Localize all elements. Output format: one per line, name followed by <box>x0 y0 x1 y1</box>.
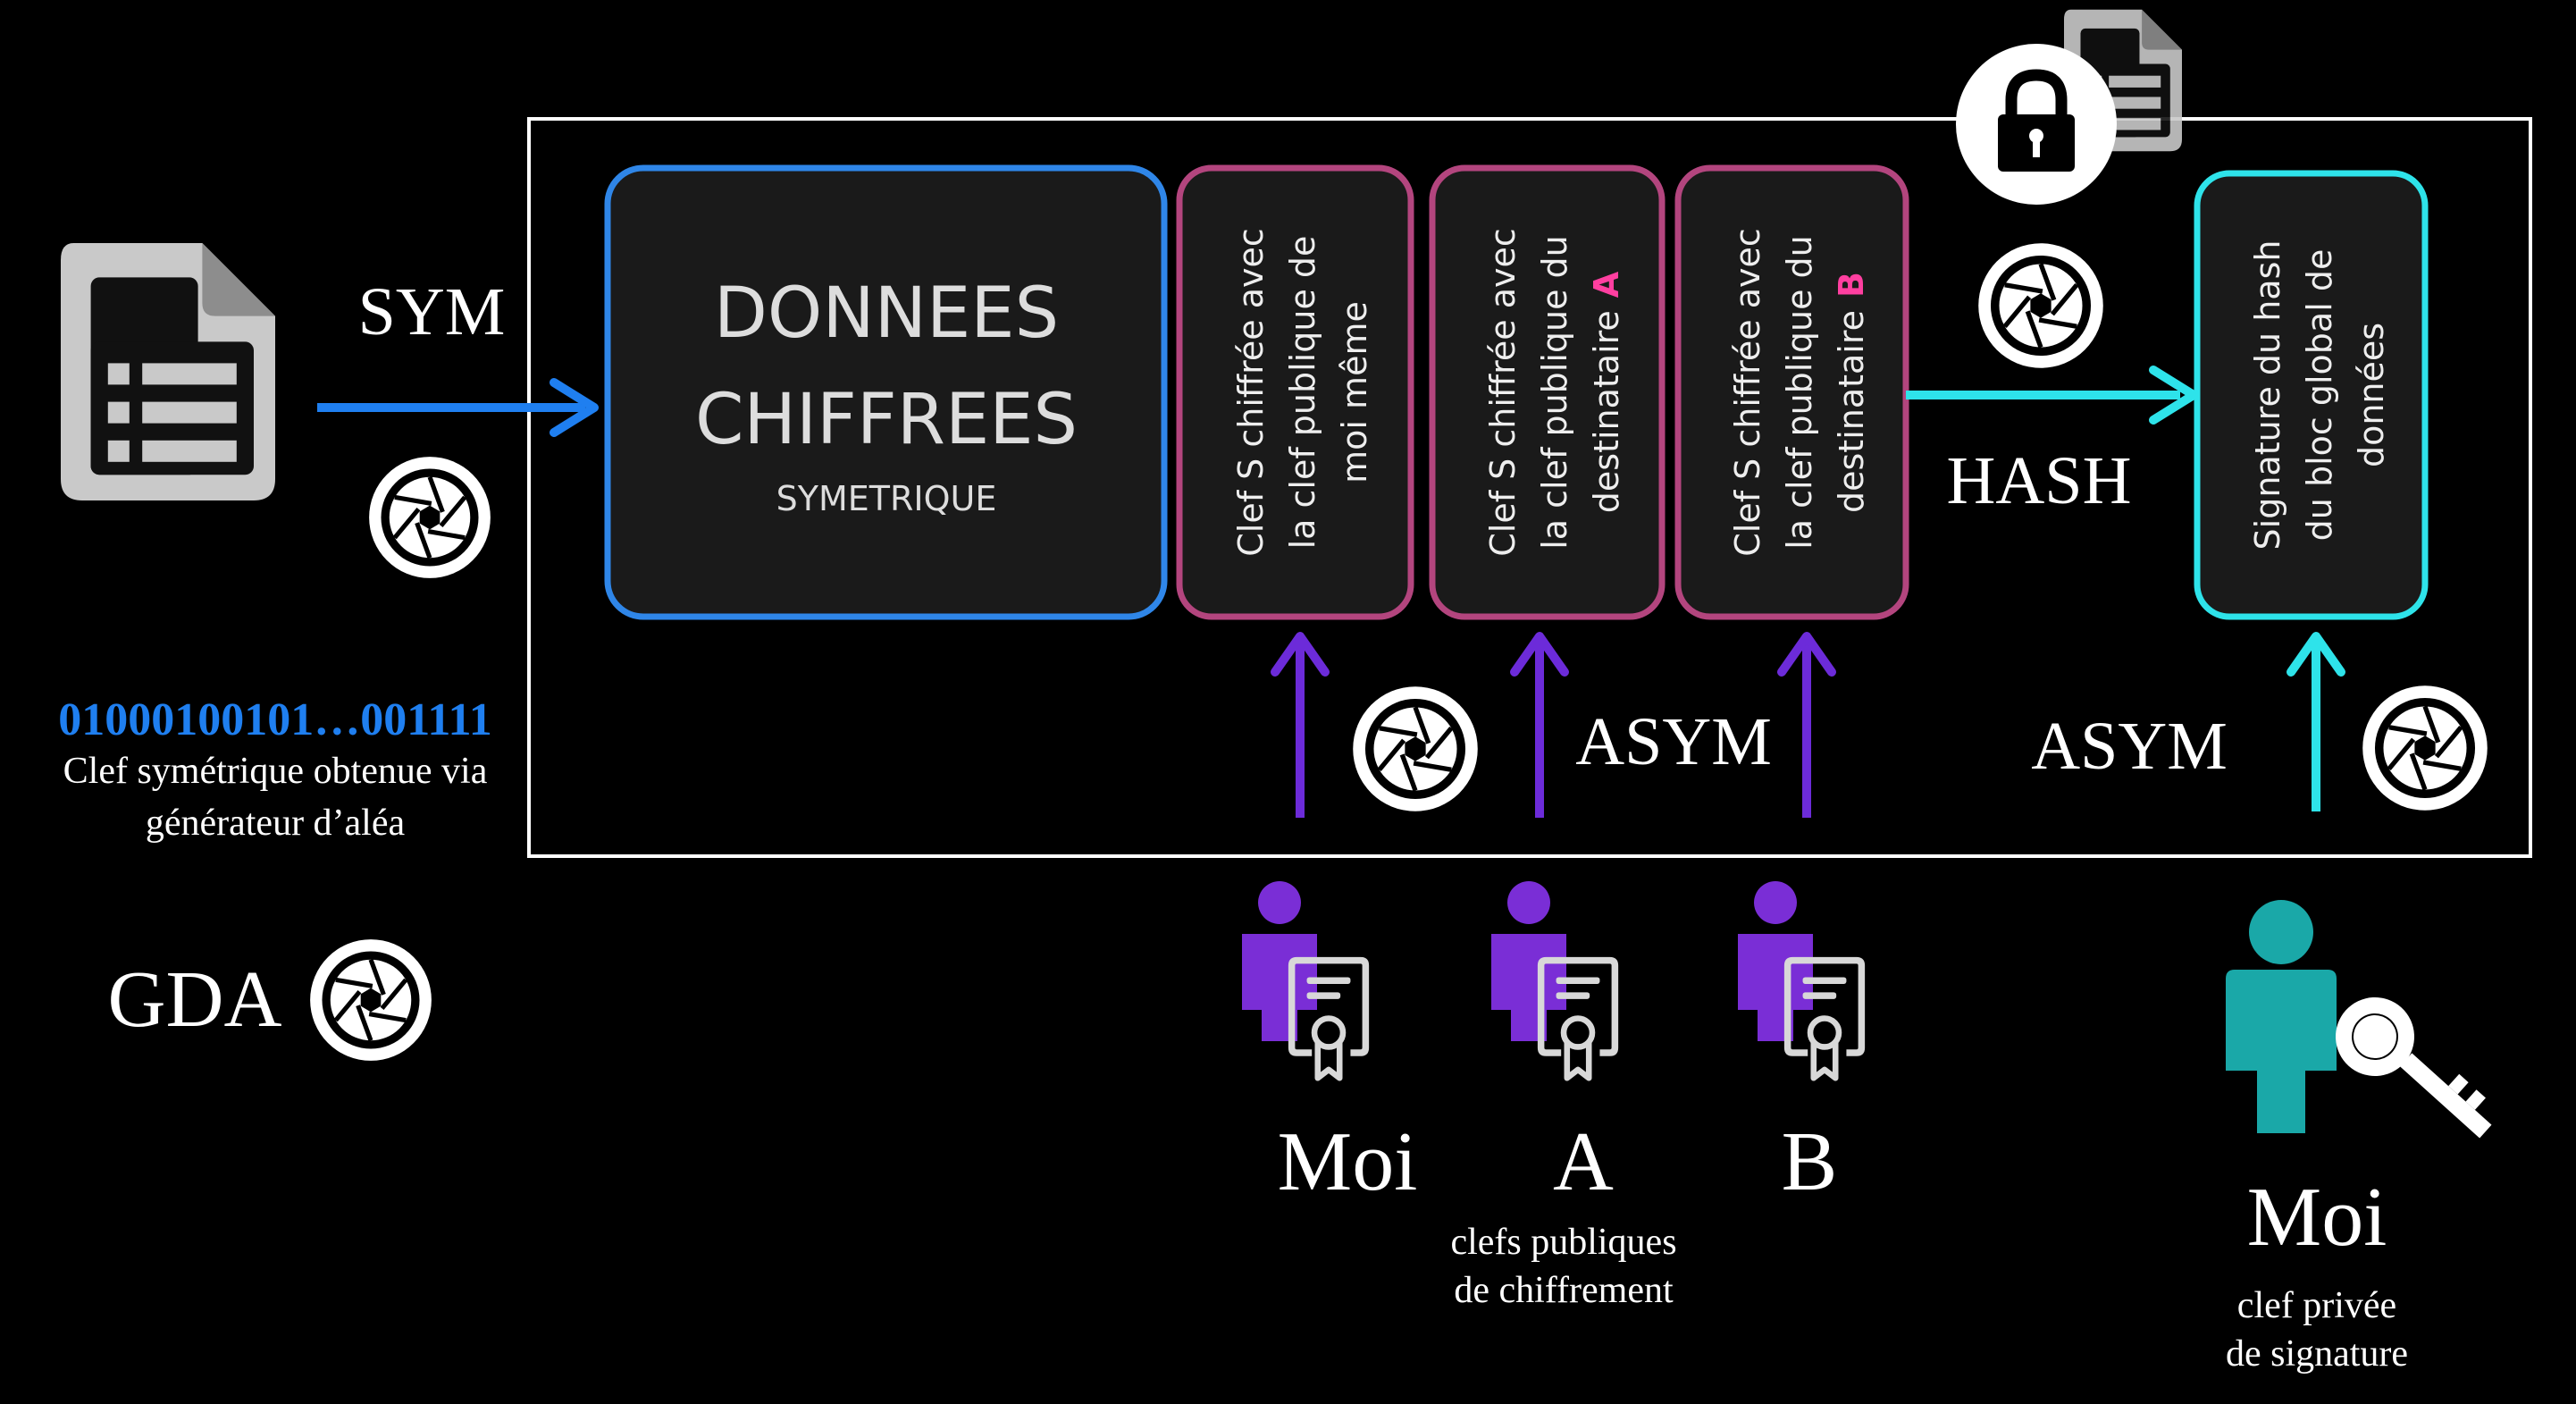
binary-key: 01000100101…001111 <box>58 694 491 745</box>
signature-box-line1: Signature du hash <box>2248 240 2287 551</box>
key-description-line1: Clef symétrique obtenue via <box>63 751 488 792</box>
main-box-title-line1: DONNEES <box>714 273 1059 354</box>
asym-label-left: ASYM <box>1575 704 1772 779</box>
key-box-moi <box>1176 164 1414 620</box>
key-box-b-tag: B <box>1832 272 1871 298</box>
key-box-b-line3-text: destinataire <box>1832 310 1871 513</box>
hash-arrow <box>1906 366 2198 425</box>
lock-icon <box>1956 9 2182 205</box>
signature-box <box>2194 170 2429 620</box>
key-box-a-tag: A <box>1587 271 1626 298</box>
key-description-line2: générateur d’aléa <box>146 803 406 844</box>
key-box-b-line3: destinataire B <box>1832 272 1871 513</box>
aperture-icon <box>1353 686 1478 811</box>
key-box-moi-line3: moi même <box>1335 301 1374 483</box>
public-keys-caption-line1: clefs publiques <box>1450 1222 1676 1263</box>
process-frame <box>527 117 2532 858</box>
hash-label: HASH <box>1947 443 2132 518</box>
asym-label-right: ASYM <box>2031 709 2228 784</box>
public-key-arrow-b <box>1777 632 1836 818</box>
aperture-icon <box>310 939 432 1061</box>
aperture-icon <box>1978 243 2103 368</box>
recipient-b-label: B <box>1782 1115 1838 1208</box>
key-box-a-line3: destinataire A <box>1587 271 1626 513</box>
key-box-b-line1: Clef S chiffrée avec <box>1728 228 1767 557</box>
private-key-arrow <box>2287 632 2345 811</box>
key-box-a-line1: Clef S chiffrée avec <box>1483 228 1523 557</box>
encrypted-data-box <box>604 164 1168 620</box>
public-key-arrow-a <box>1510 632 1569 818</box>
sym-label: SYM <box>358 274 506 349</box>
recipient-moi-label: Moi <box>1278 1115 1418 1208</box>
main-box-subtitle: SYMETRIQUE <box>776 479 997 518</box>
key-box-moi-line2: la clef publique de <box>1283 236 1322 550</box>
person-certificate-icon <box>1491 881 1618 1078</box>
aperture-icon <box>2362 685 2488 811</box>
key-box-b-line2: la clef publique du <box>1780 235 1819 550</box>
key-box-a <box>1429 164 1666 620</box>
key-box-moi-line1: Clef S chiffrée avec <box>1231 228 1271 557</box>
public-keys-caption-line2: de chiffrement <box>1454 1270 1674 1311</box>
signer-caption-line1: clef privée <box>2237 1285 2396 1326</box>
signature-box-line3: données <box>2352 323 2391 467</box>
document-icon <box>61 243 275 500</box>
person-key-icon <box>2226 900 2492 1139</box>
public-key-arrow-moi <box>1271 632 1330 818</box>
signer-caption-line2: de signature <box>2226 1333 2408 1375</box>
recipient-a-label: A <box>1553 1115 1614 1208</box>
person-certificate-icon <box>1242 881 1369 1078</box>
aperture-icon <box>369 457 491 578</box>
signature-box-line2: du bloc global de <box>2300 249 2339 542</box>
signer-label: Moi <box>2247 1171 2387 1264</box>
sym-arrow <box>317 378 599 437</box>
key-box-a-line2: la clef publique du <box>1535 235 1574 550</box>
gda-label: GDA <box>108 955 282 1044</box>
main-box-title-line2: CHIFFREES <box>695 380 1078 460</box>
key-box-a-line3-text: destinataire <box>1587 310 1626 513</box>
person-certificate-icon <box>1738 881 1865 1078</box>
